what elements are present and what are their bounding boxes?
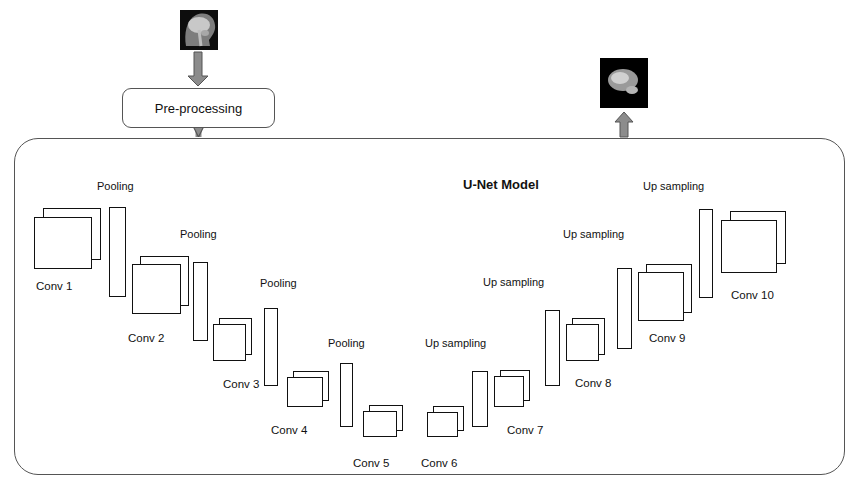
upsampling-label: Up sampling xyxy=(563,228,624,240)
brain-detail xyxy=(611,72,629,84)
feature-map xyxy=(214,325,246,361)
input-mri-image xyxy=(180,10,218,50)
feature-map-stack xyxy=(494,370,531,408)
upsampling-bar xyxy=(473,372,488,427)
feature-map xyxy=(133,265,181,314)
feature-map xyxy=(495,377,524,407)
feature-bars xyxy=(110,208,713,427)
flow-arrow xyxy=(615,112,633,137)
feature-map-stack xyxy=(132,256,190,315)
pooling-bar xyxy=(194,263,208,341)
upsampling-label: Up sampling xyxy=(643,180,704,192)
conv-block: Conv 8 xyxy=(566,318,605,361)
conv-block: Conv 10 xyxy=(721,211,786,273)
pooling-label: Pooling xyxy=(97,180,134,192)
feature-map xyxy=(288,378,323,407)
cerebellum-shape xyxy=(626,86,638,94)
conv-label: Conv 8 xyxy=(575,377,611,389)
conv-label: Conv 10 xyxy=(731,289,774,301)
image-ground xyxy=(180,10,218,50)
feature-map-stack xyxy=(213,318,253,362)
feature-map-stack xyxy=(287,371,330,408)
upsampling-label: Up sampling xyxy=(483,276,544,288)
conv-label: Conv 5 xyxy=(353,457,389,469)
feature-map xyxy=(639,273,684,321)
upsampling-bar xyxy=(546,311,560,386)
head-outline xyxy=(185,14,215,46)
conv-block: Conv 6 xyxy=(427,406,464,437)
cerebellum-shape xyxy=(201,30,209,36)
conv-block: Conv 9 xyxy=(638,264,692,321)
pooling-bar xyxy=(110,208,126,297)
flow-arrow xyxy=(196,129,202,137)
conv-block: Conv 3 xyxy=(213,318,252,361)
process-box: Pre-processing xyxy=(122,88,275,128)
conv-label: Conv 3 xyxy=(223,378,259,390)
conv-block: Conv 1 xyxy=(34,208,101,269)
model-title: U-Net Model xyxy=(463,177,539,192)
flow-arrow xyxy=(188,52,208,86)
conv-block: Conv 2 xyxy=(132,256,189,314)
output-mri-image xyxy=(600,58,648,108)
upsampling-label: Up sampling xyxy=(425,337,486,349)
conv-label: Conv 2 xyxy=(128,332,164,344)
feature-map-stack xyxy=(34,208,102,270)
feature-map-stack xyxy=(566,318,606,362)
pooling-label: Pooling xyxy=(180,228,217,240)
feature-map-stack xyxy=(363,405,404,438)
spine-shape xyxy=(199,30,201,46)
feature-map xyxy=(567,325,599,361)
feature-map xyxy=(364,412,397,437)
model-frame: U-Net ModelConv 1 Conv 2 Conv 3 Conv 4 Conv … xyxy=(14,138,845,475)
pooling-label: Pooling xyxy=(260,277,297,289)
image-ground xyxy=(600,58,648,108)
conv-label: Conv 1 xyxy=(36,280,72,292)
conv-label: Conv 4 xyxy=(271,424,307,436)
conv-label: Conv 6 xyxy=(421,457,457,469)
upsampling-bar xyxy=(700,210,713,298)
feature-map-stack xyxy=(638,264,693,322)
conv-block: Conv 7 xyxy=(494,370,530,407)
feature-map xyxy=(428,413,458,437)
conv-label: Conv 7 xyxy=(507,424,543,436)
pooling-label: Pooling xyxy=(328,337,365,349)
feature-map xyxy=(722,221,777,273)
feature-map xyxy=(35,218,92,269)
conv-block: Conv 5 xyxy=(363,405,403,437)
conv-block: Conv 4 xyxy=(287,371,329,407)
feature-map-stack xyxy=(427,406,465,438)
conv-label: Conv 9 xyxy=(649,332,685,344)
pooling-bar xyxy=(341,364,353,427)
feature-map-stack xyxy=(721,211,787,274)
process-label: Pre-processing xyxy=(155,101,242,116)
pooling-bar xyxy=(265,309,278,386)
upsampling-bar xyxy=(618,269,632,349)
